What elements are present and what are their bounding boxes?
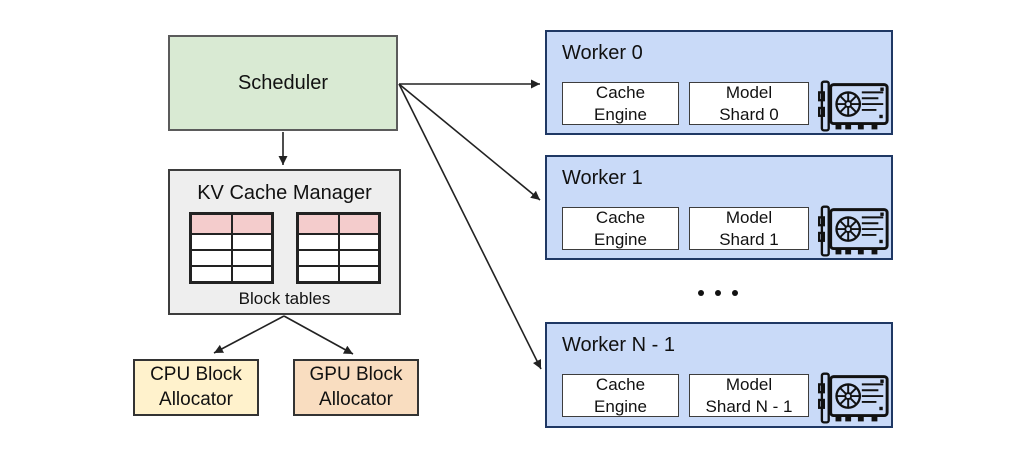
- worker-n-1-model-shard-box: Model Shard N - 1: [689, 374, 809, 417]
- arrow-kv-to-gpu-allocator: [283, 315, 354, 355]
- worker-1-cache-engine-box: Cache Engine: [562, 207, 679, 250]
- block-table-cell: [298, 250, 339, 266]
- worker-0-title: Worker 0: [562, 42, 643, 64]
- block-table-cell: [338, 250, 379, 266]
- worker-0-box: Worker 0 Cache Engine Model Shard 0: [545, 30, 893, 135]
- block-table-cell: [191, 214, 232, 234]
- model-shard-label: Model Shard 1: [719, 208, 779, 249]
- worker-1-model-shard-box: Model Shard 1: [689, 207, 809, 250]
- worker-n-1-cache-engine-box: Cache Engine: [562, 374, 679, 417]
- block-table-cell: [191, 266, 232, 282]
- arrow-scheduler-to-workerN: [398, 83, 542, 370]
- worker-n-1-title: Worker N - 1: [562, 334, 675, 356]
- worker-1-box: Worker 1 Cache Engine Model Shard 1: [545, 155, 893, 260]
- scheduler-box: Scheduler: [168, 35, 398, 131]
- block-table-cell: [298, 214, 339, 234]
- block-table-left: [189, 212, 274, 284]
- worker-n-1-box: Worker N - 1 Cache Engine Model Shard N …: [545, 322, 893, 428]
- block-table-cell: [191, 250, 232, 266]
- gpu-card-icon: [818, 78, 892, 136]
- arrow-kv-to-cpu-allocator: [213, 315, 285, 354]
- workers-ellipsis-icon: ...: [698, 288, 738, 298]
- cache-engine-label: Cache Engine: [594, 208, 647, 249]
- block-table-cell: [231, 214, 272, 234]
- worker-0-model-shard-box: Model Shard 0: [689, 82, 809, 125]
- model-shard-label: Model Shard 0: [719, 83, 779, 124]
- block-table-cell: [298, 234, 339, 250]
- block-tables-caption: Block tables: [238, 289, 331, 308]
- block-table-cell: [231, 234, 272, 250]
- gpu-block-allocator-box: GPU Block Allocator: [293, 359, 419, 416]
- block-table-cell: [298, 266, 339, 282]
- cache-engine-label: Cache Engine: [594, 375, 647, 416]
- worker-1-title: Worker 1: [562, 167, 643, 189]
- cpu-block-allocator-label: CPU Block Allocator: [150, 363, 242, 410]
- block-table-cell: [338, 214, 379, 234]
- cache-engine-label: Cache Engine: [594, 83, 647, 124]
- gpu-block-allocator-label: GPU Block Allocator: [309, 363, 403, 410]
- block-table-cell: [338, 234, 379, 250]
- kv-cache-manager-title: KV Cache Manager: [197, 181, 372, 204]
- gpu-card-icon: [818, 203, 892, 261]
- worker-0-cache-engine-box: Cache Engine: [562, 82, 679, 125]
- block-table-cell: [338, 266, 379, 282]
- gpu-card-icon: [818, 370, 892, 428]
- kv-cache-manager-box: KV Cache Manager Block tables: [168, 169, 401, 315]
- model-shard-label: Model Shard N - 1: [705, 375, 793, 416]
- arrow-scheduler-to-worker1: [398, 83, 541, 201]
- block-table-cell: [191, 234, 232, 250]
- block-table-cell: [231, 250, 272, 266]
- scheduler-label: Scheduler: [237, 71, 329, 94]
- block-table-right: [296, 212, 381, 284]
- block-table-cell: [231, 266, 272, 282]
- cpu-block-allocator-box: CPU Block Allocator: [133, 359, 259, 416]
